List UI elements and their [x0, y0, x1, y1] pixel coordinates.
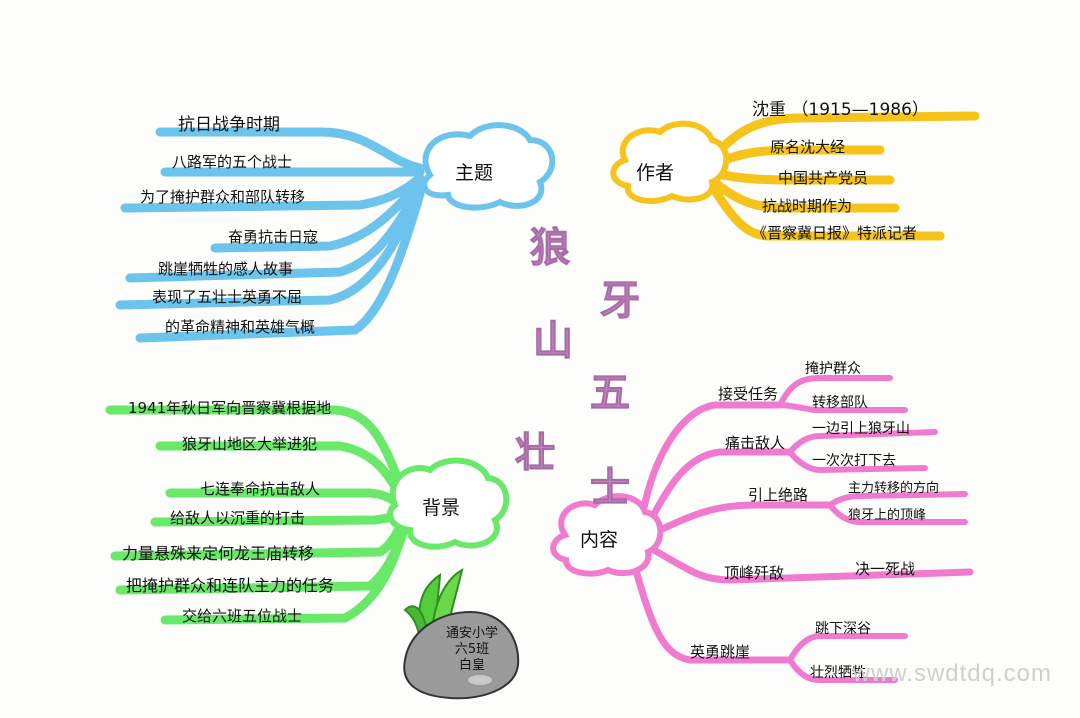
theme-line-5: 跳崖牺牲的感人故事	[158, 260, 294, 278]
author-line-3: 中国共产党员	[778, 169, 869, 187]
content-branches	[550, 375, 974, 683]
background-branches	[105, 405, 510, 625]
theme-hub-label: 主题	[455, 162, 494, 184]
content-branch-3-label: 引上绝路	[748, 486, 809, 504]
content-leaf-2a	[787, 429, 938, 455]
content-main-1	[636, 401, 784, 534]
content-branch-5-label: 英勇跳崖	[690, 643, 751, 661]
theme-line-6: 表现了五壮士英勇不屈	[152, 288, 303, 306]
content-leaf-1a	[777, 375, 893, 408]
author-hub-cloud	[610, 120, 730, 204]
content-branch-3-leaf-2: 狼牙上的顶峰	[848, 508, 927, 523]
content-leaf-3a	[827, 491, 968, 508]
theme-line-2: 八路军的五个战士	[172, 153, 293, 171]
background-line-5: 力量悬殊来定何龙王庙转移	[122, 544, 315, 563]
content-leaf-5a	[787, 633, 908, 663]
author-line-4: 抗战时期作为	[762, 197, 853, 215]
theme-line-1: 抗日战争时期	[178, 115, 280, 135]
content-leaf-5b	[787, 657, 898, 683]
content-leaf-1b	[777, 402, 908, 413]
content-main-4	[641, 541, 974, 584]
content-main-3	[646, 501, 834, 539]
theme-branch-4	[210, 177, 425, 253]
content-branch-4-label: 顶峰歼敌	[724, 564, 785, 582]
rock-line-1: 通安小学	[445, 626, 498, 641]
author-branch-5	[705, 177, 945, 241]
background-hub-cloud	[387, 457, 510, 550]
background-line-4: 给敌人以沉重的打击	[170, 509, 306, 527]
theme-branch-1	[155, 127, 425, 173]
theme-branches	[115, 122, 556, 343]
author-line-2: 原名沈大经	[770, 138, 846, 156]
content-leaf-3b	[827, 502, 968, 525]
author-hub-label: 作者	[636, 162, 675, 184]
content-hub-label: 内容	[580, 529, 619, 551]
theme-line-3: 为了掩护群众和部队转移	[140, 188, 306, 206]
content-branch-4-leaf-1: 决一死战	[855, 560, 916, 578]
rock-text: 通安小学 六5班 白皇	[440, 626, 504, 674]
background-line-3: 七连奉命抗击敌人	[200, 480, 321, 498]
watermark: www.swdtdq.com	[852, 660, 1052, 687]
background-hub-label: 背景	[422, 497, 461, 519]
content-branch-5-leaf-2: 壮烈牺牲	[810, 665, 866, 681]
title-char-3: 牙	[600, 277, 641, 325]
author-line-5: 《晋察冀日报》特派记者	[752, 224, 918, 242]
background-line-1: 1941年秋日军向晋察冀根据地	[128, 399, 332, 417]
author-line-1: 沈重 （1915—1986）	[752, 100, 929, 120]
background-line-6: 把掩护群众和连队主力的任务	[126, 576, 335, 595]
content-branch-2-label: 痛击敌人	[725, 434, 786, 452]
content-branch-2-leaf-2: 一次次打下去	[812, 453, 896, 469]
title-char-5: 壮	[515, 429, 556, 477]
title-char-2: 山	[533, 317, 574, 365]
content-branch-3-leaf-1: 主力转移的方向	[848, 481, 940, 496]
theme-branch-7	[135, 189, 425, 343]
rock-line-2: 六5班	[454, 642, 490, 657]
theme-hub-cloud	[421, 122, 556, 211]
rock-line-3: 白皇	[458, 658, 485, 673]
content-branch-2-leaf-1: 一边引上狼牙山	[812, 421, 910, 437]
theme-line-7: 的革命精神和英雄气概	[165, 318, 316, 336]
content-hub-cloud	[550, 493, 664, 577]
background-branch-7	[160, 521, 410, 625]
theme-line-4: 奋勇抗击日寇	[228, 228, 319, 246]
content-branch-1-leaf-1: 掩护群众	[805, 361, 861, 377]
content-branch-1-label: 接受任务	[718, 385, 779, 403]
author-branch-4	[705, 173, 900, 213]
author-branches	[610, 111, 980, 241]
content-leaf-2b	[787, 449, 928, 474]
title-char-4: 五	[590, 369, 631, 417]
content-branch-1-leaf-2: 转移部队	[812, 395, 868, 411]
background-line-2: 狼牙山地区大举进犯	[182, 435, 318, 453]
content-branch-5-leaf-1: 跳下深谷	[815, 621, 871, 637]
title-char-1: 狼	[530, 224, 571, 272]
content-main-5	[626, 546, 794, 664]
rock-decoration	[403, 610, 520, 700]
background-line-7: 交给六班五位战士	[182, 607, 303, 625]
title-char-6: 士	[590, 464, 631, 512]
